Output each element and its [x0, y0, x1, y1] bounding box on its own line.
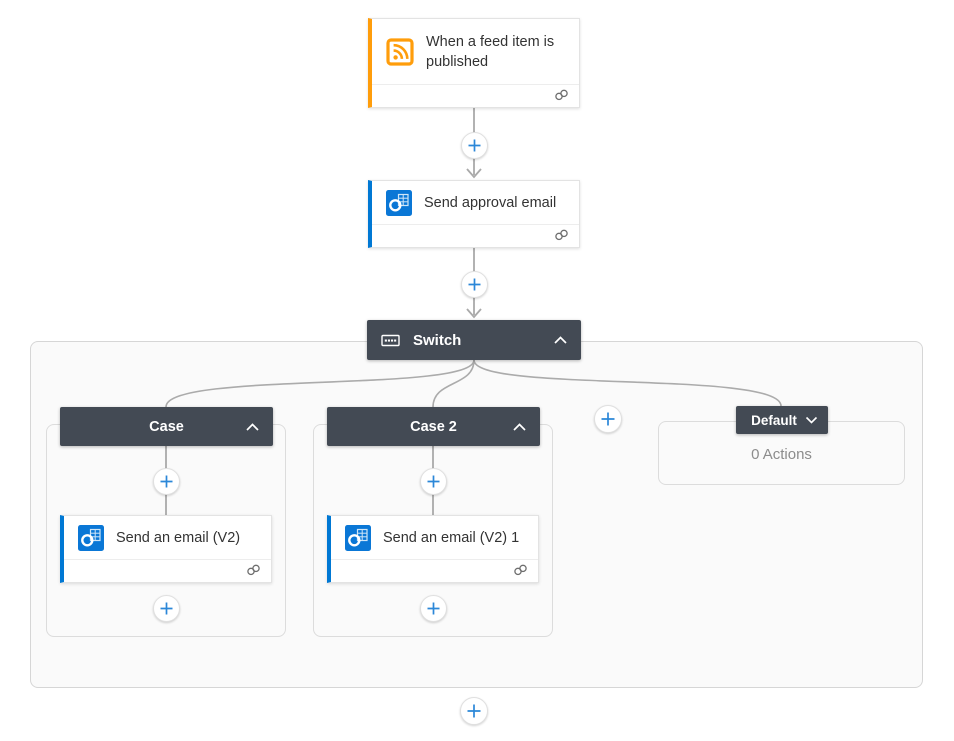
insert-step-button[interactable]: [460, 697, 488, 725]
case-2-card-body: Send an email (V2) 1: [331, 516, 538, 559]
switch-label: Switch: [413, 331, 462, 349]
case-2-action-title: Send an email (V2) 1: [383, 529, 520, 546]
link-icon: [554, 88, 569, 106]
default-actions-count: 0 Actions: [751, 446, 812, 463]
rss-icon: [386, 37, 414, 66]
switch-header[interactable]: Switch: [367, 320, 581, 360]
plus-icon: [160, 602, 173, 615]
plus-icon: [467, 704, 481, 718]
approval-card-footer: [372, 224, 579, 248]
case-2-action-card[interactable]: Send an email (V2) 1: [327, 515, 539, 583]
plus-icon: [427, 602, 440, 615]
insert-step-button[interactable]: [461, 271, 488, 298]
insert-step-button[interactable]: [420, 468, 447, 495]
default-label: Default: [751, 412, 797, 428]
approval-action-card[interactable]: Send approval email: [368, 180, 580, 248]
chevron-down-icon[interactable]: [805, 416, 818, 424]
case-1-header[interactable]: Case: [60, 407, 273, 446]
approval-action-title: Send approval email: [424, 194, 557, 211]
outlook-icon: [386, 189, 412, 216]
trigger-title: When a feed item is published: [426, 33, 555, 70]
case-1-action-card[interactable]: Send an email (V2): [60, 515, 272, 583]
plus-icon: [427, 475, 440, 488]
case-2-card-footer: [331, 559, 538, 583]
case-1-card-footer: [64, 559, 271, 583]
insert-step-button[interactable]: [461, 132, 488, 159]
link-icon: [246, 563, 261, 581]
plus-icon: [468, 278, 481, 291]
arrowhead-icon: [466, 168, 482, 179]
default-branch-header[interactable]: Default: [736, 406, 828, 434]
chevron-up-icon[interactable]: [512, 422, 527, 431]
case-1-card-body: Send an email (V2): [64, 516, 271, 559]
approval-card-body: Send approval email: [372, 181, 579, 224]
trigger-card[interactable]: When a feed item is published: [368, 18, 580, 108]
plus-icon: [160, 475, 173, 488]
insert-step-button[interactable]: [153, 468, 180, 495]
link-icon: [554, 228, 569, 246]
insert-step-button[interactable]: [153, 595, 180, 622]
arrowhead-icon: [466, 308, 482, 319]
switch-keys-icon: [381, 334, 400, 347]
trigger-card-body: When a feed item is published: [372, 19, 579, 84]
chevron-up-icon[interactable]: [553, 336, 568, 345]
case-2-label: Case 2: [410, 418, 457, 435]
chevron-up-icon[interactable]: [245, 422, 260, 431]
trigger-card-footer: [372, 84, 579, 108]
case-1-label: Case: [149, 418, 184, 435]
outlook-icon: [78, 524, 104, 551]
outlook-icon: [345, 524, 371, 551]
case-1-action-title: Send an email (V2): [116, 529, 241, 546]
add-case-button[interactable]: [594, 405, 622, 433]
plus-icon: [468, 139, 481, 152]
case-2-header[interactable]: Case 2: [327, 407, 540, 446]
link-icon: [513, 563, 528, 581]
insert-step-button[interactable]: [420, 595, 447, 622]
plus-icon: [601, 412, 615, 426]
